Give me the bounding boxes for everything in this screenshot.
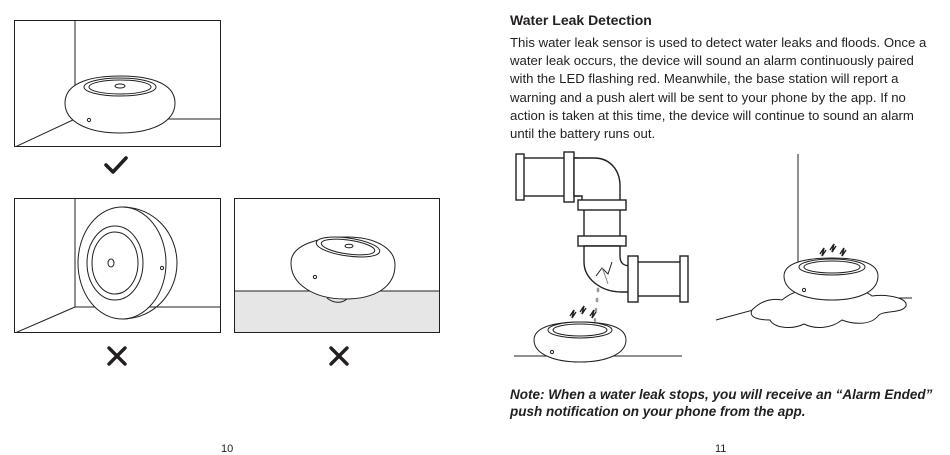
- section-body-text: This water leak sensor is used to detect…: [510, 35, 927, 142]
- cross-icon: [327, 344, 351, 368]
- cross-icon: [105, 344, 129, 368]
- checkmark-icon: [104, 153, 128, 177]
- note-text: Note: When a water leak stops, you will …: [510, 387, 933, 419]
- placement-correct-illustration: [14, 20, 221, 147]
- pipe-leak-illustration: [514, 151, 689, 363]
- page-number-right: 11: [715, 443, 727, 455]
- placement-water-wrong-illustration: [234, 198, 440, 333]
- floor-puddle-illustration: [715, 154, 912, 328]
- page-number-left: 10: [221, 443, 234, 455]
- placement-wall-wrong-illustration: [14, 198, 221, 333]
- section-title: Water Leak Detection: [510, 12, 652, 28]
